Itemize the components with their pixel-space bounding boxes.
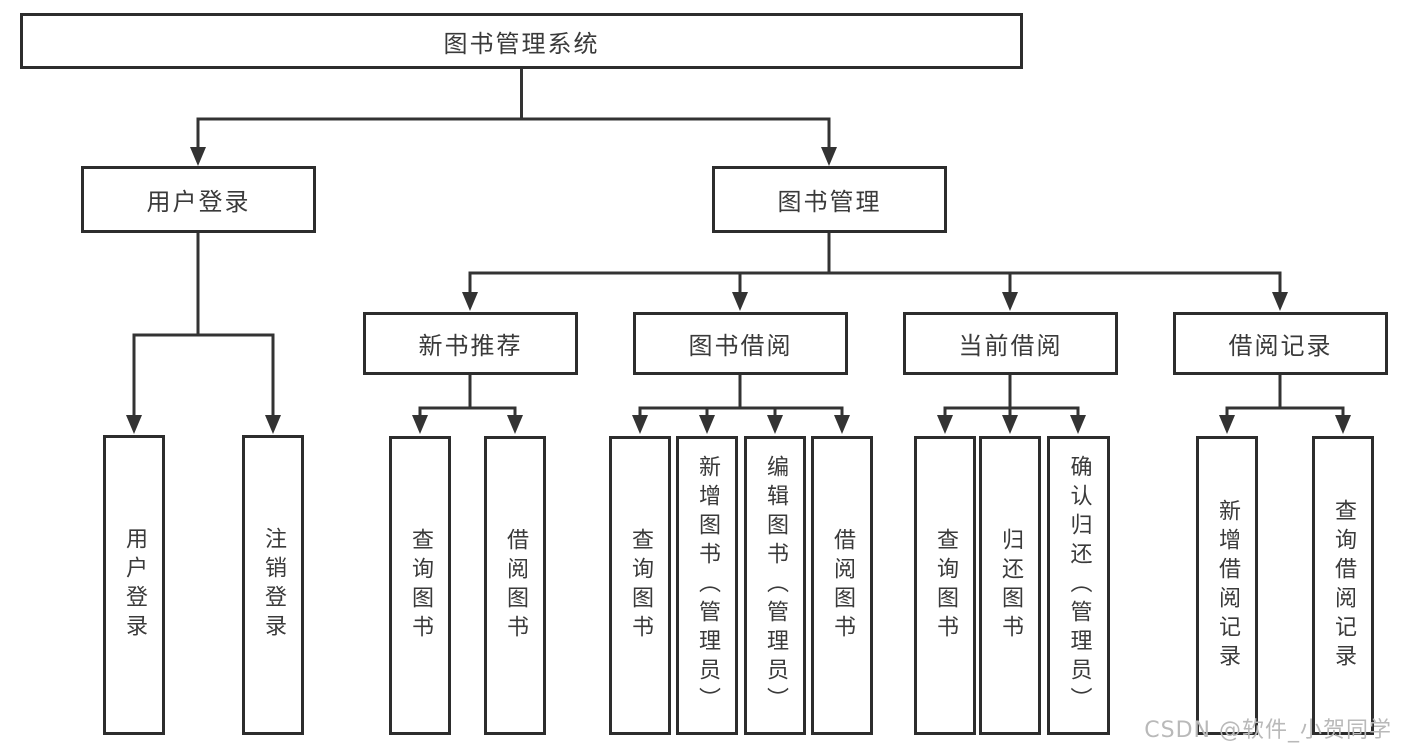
node-system-root: 图书管理系统 (20, 13, 1023, 69)
arrowheads (126, 147, 1351, 434)
node-label: 查询图书 (628, 527, 653, 644)
leaf-query-books-1: 查询图书 (389, 436, 451, 735)
node-label: 借阅图书 (830, 527, 855, 644)
node-book-management: 图书管理 (712, 166, 947, 233)
node-label: 新书推荐 (418, 332, 523, 360)
node-label: 用户登录 (146, 188, 251, 216)
node-label: 新增图书（管理员） (695, 455, 720, 716)
edge-book-borrow-to-leaves (638, 375, 844, 417)
edge-borrow-records-to-leaves (1225, 375, 1345, 417)
leaf-return-book: 归还图书 (979, 436, 1041, 735)
node-label: 归还图书 (998, 527, 1023, 644)
node-label: 确认归还（管理员） (1066, 455, 1092, 716)
leaf-borrow-books-1: 借阅图书 (484, 436, 546, 735)
csdn-watermark: CSDN @软件_小贺同学 (1144, 718, 1392, 743)
node-label: 查询借阅记录 (1331, 498, 1356, 673)
node-new-book-recommend: 新书推荐 (363, 312, 578, 375)
leaf-add-book-admin: 新增图书（管理员） (676, 436, 738, 735)
leaf-confirm-return-admin: 确认归还（管理员） (1047, 436, 1110, 735)
leaf-borrow-books-2: 借阅图书 (811, 436, 873, 735)
edge-current-borrow-to-leaves (943, 375, 1080, 417)
node-label: 编辑图书（管理员） (763, 455, 788, 716)
leaf-query-books-3: 查询图书 (914, 436, 976, 735)
edge-book-mgmt-to-level3 (468, 233, 1282, 295)
node-label: 借阅记录 (1228, 332, 1333, 360)
node-label: 借阅图书 (503, 527, 528, 644)
node-user-login: 用户登录 (81, 166, 316, 233)
leaf-add-borrow-record: 新增借阅记录 (1196, 436, 1258, 735)
node-label: 注销登录 (261, 527, 286, 643)
node-label: 当前借阅 (958, 332, 1063, 360)
node-label: 用户登录 (122, 527, 147, 643)
leaf-edit-book-admin: 编辑图书（管理员） (744, 436, 806, 735)
leaf-user-login: 用户登录 (103, 435, 165, 735)
edge-new-book-rec-to-leaves (418, 375, 517, 417)
node-label: 图书管理系统 (443, 29, 600, 58)
node-label: 查询图书 (933, 527, 958, 644)
node-borrow-records: 借阅记录 (1173, 312, 1388, 375)
leaf-logout: 注销登录 (242, 435, 304, 735)
node-label: 查询图书 (408, 527, 433, 644)
edge-root-to-level2 (196, 69, 831, 150)
node-current-borrow: 当前借阅 (903, 312, 1118, 375)
leaf-query-borrow-record: 查询借阅记录 (1312, 436, 1374, 735)
leaf-query-books-2: 查询图书 (609, 436, 671, 735)
edge-user-login-to-leaves (132, 233, 275, 418)
node-book-borrow: 图书借阅 (633, 312, 848, 375)
node-label: 图书借阅 (688, 332, 793, 360)
node-label: 新增借阅记录 (1215, 498, 1240, 673)
node-label: 图书管理 (777, 188, 882, 216)
